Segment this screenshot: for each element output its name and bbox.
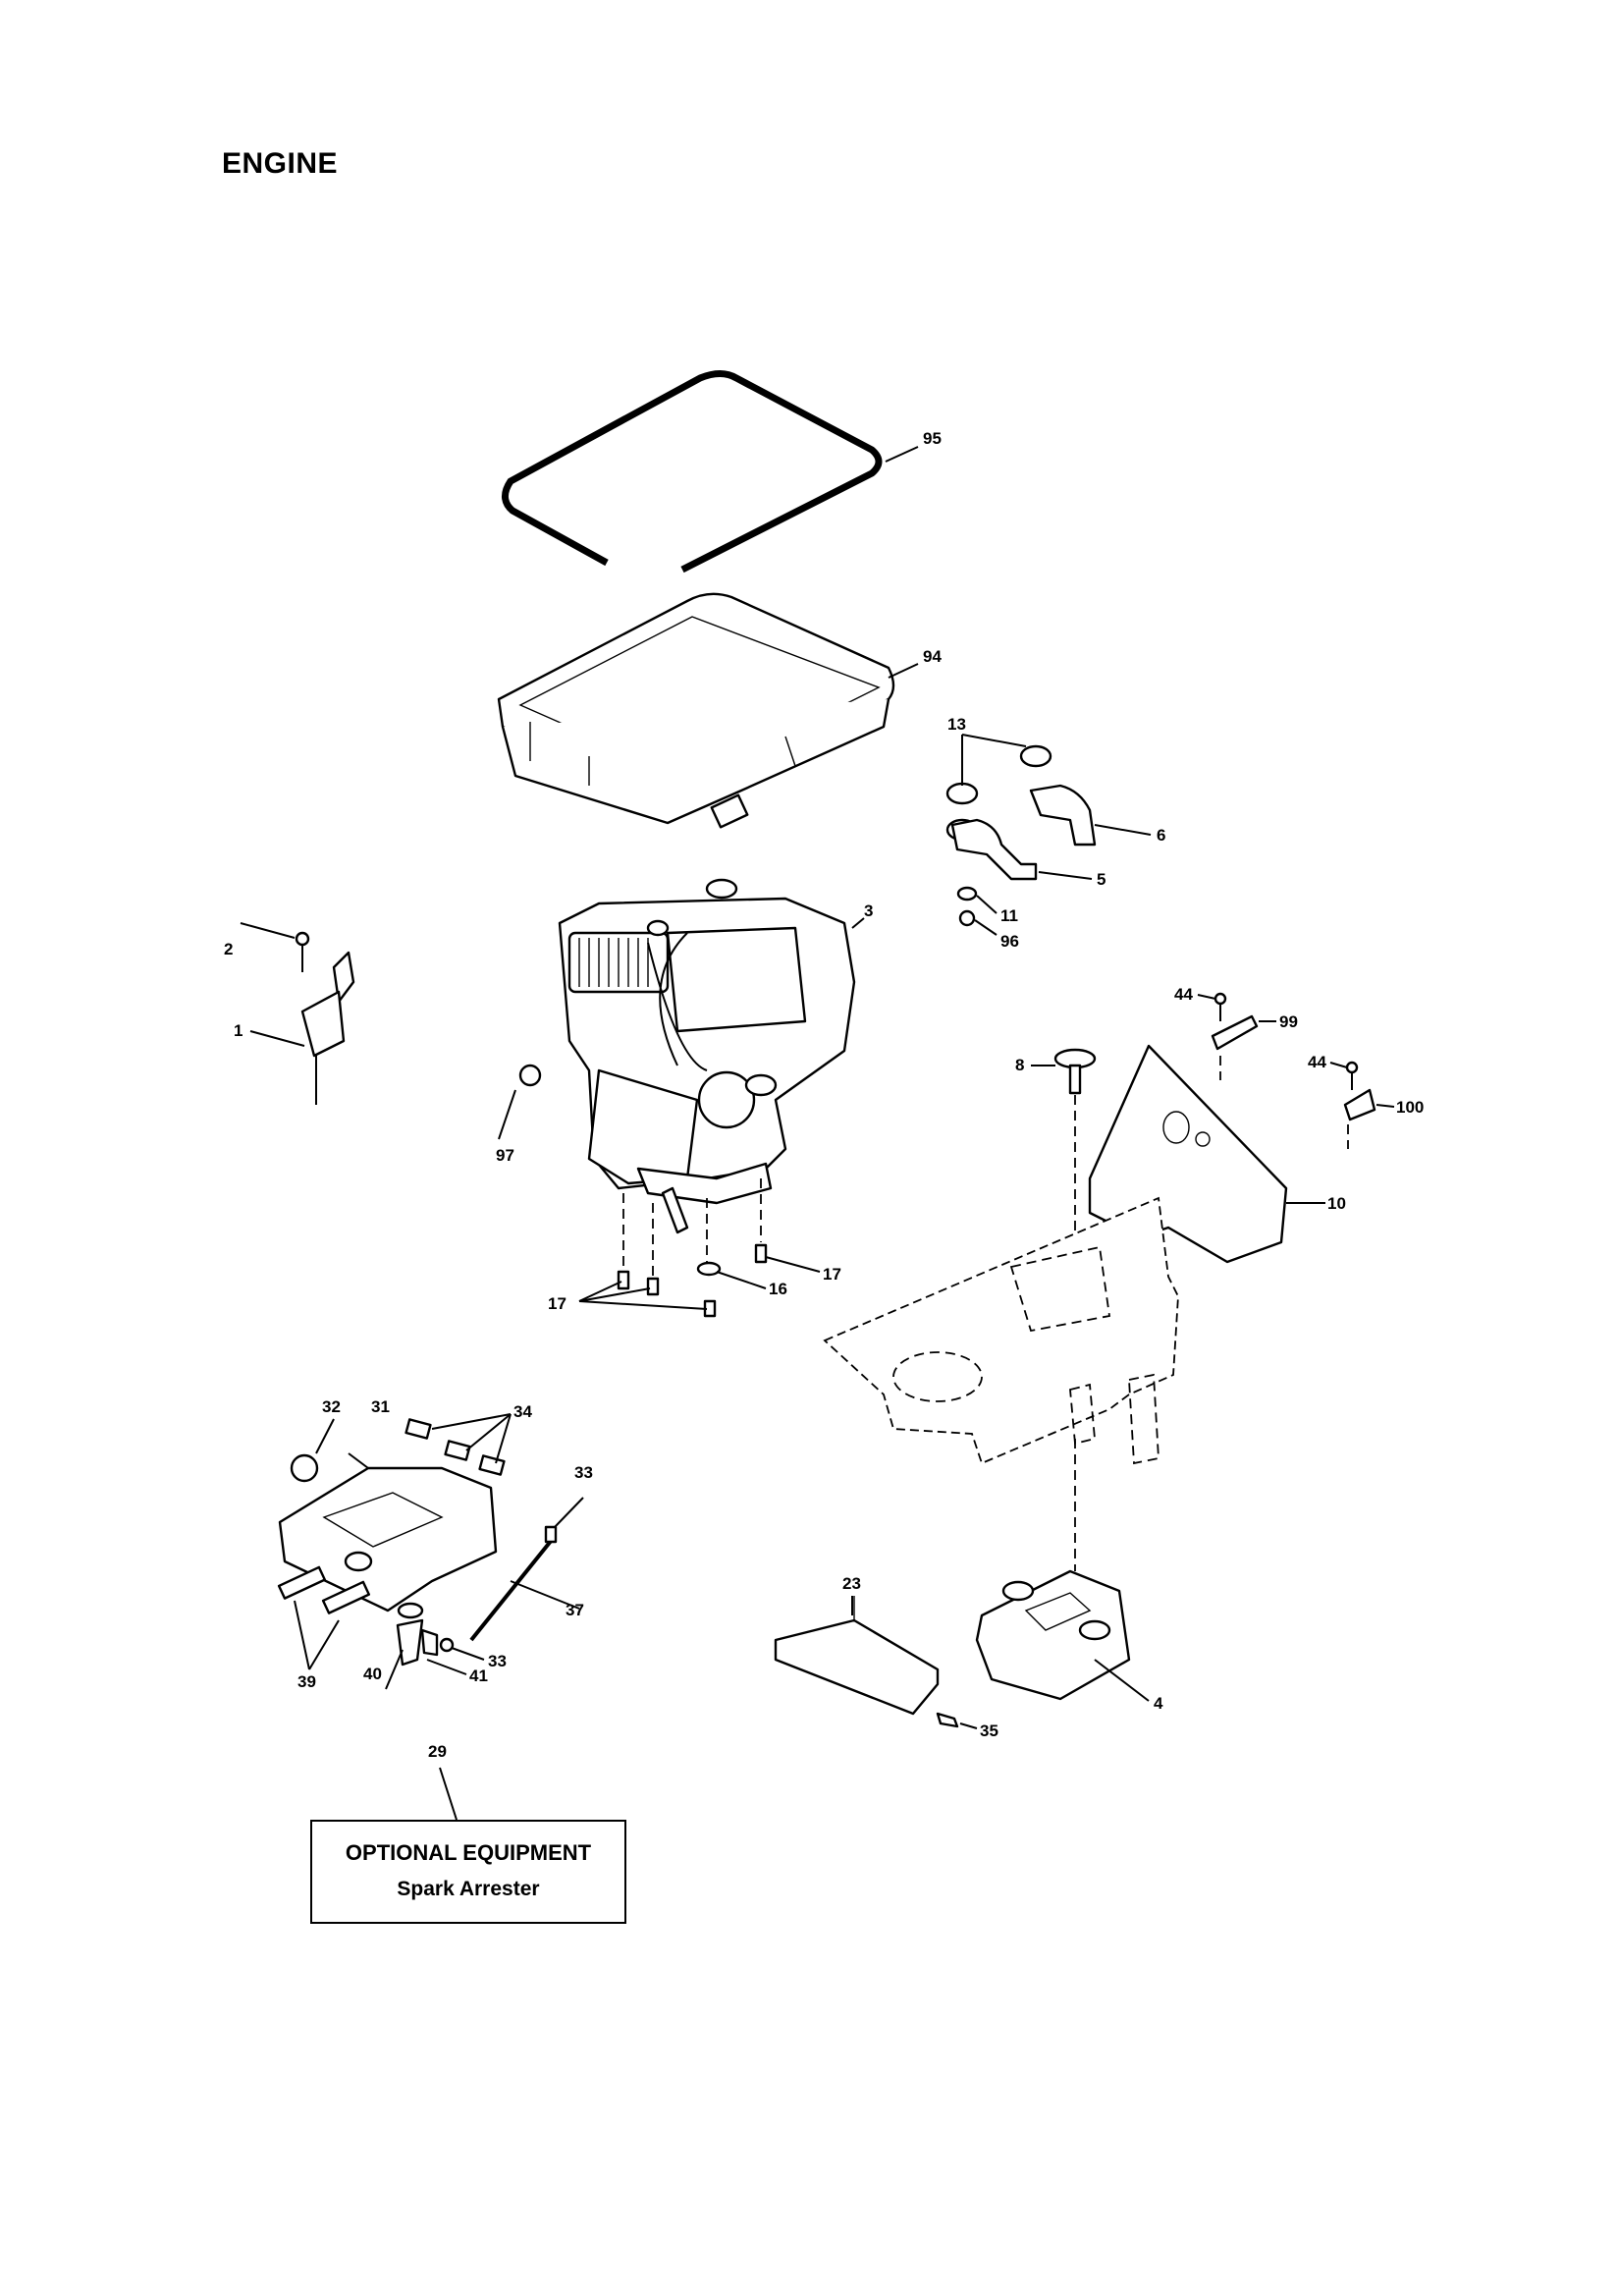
part-33-37-40-41-fuel-line	[385, 1497, 584, 1690]
callout-99: 99	[1279, 1012, 1298, 1031]
callout-29: 29	[428, 1742, 447, 1761]
part-8-10-frame-shield	[823, 1044, 1325, 1571]
callout-31: 31	[371, 1397, 390, 1416]
callout-17-right: 17	[823, 1265, 841, 1284]
callout-8: 8	[1015, 1056, 1024, 1074]
callout-97: 97	[496, 1146, 514, 1165]
part-29-leader	[439, 1767, 458, 1821]
optional-equipment-box: OPTIONAL EQUIPMENT Spark Arrester	[310, 1820, 626, 1924]
callout-2: 2	[224, 940, 233, 958]
callout-16: 16	[769, 1280, 787, 1298]
part-16-17-bolts	[578, 1178, 821, 1318]
callout-95: 95	[923, 429, 942, 448]
callout-44-upper: 44	[1174, 985, 1193, 1004]
part-31-fuel-tank	[277, 1413, 512, 1670]
part-95-seal	[502, 370, 919, 574]
callout-96: 96	[1000, 932, 1019, 951]
callout-100: 100	[1396, 1098, 1424, 1117]
callout-13: 13	[947, 715, 966, 734]
page-title: ENGINE	[222, 147, 339, 180]
callout-44-lower: 44	[1308, 1053, 1326, 1071]
callout-41: 41	[469, 1667, 488, 1685]
callout-6: 6	[1157, 826, 1165, 845]
callout-3: 3	[864, 902, 873, 920]
callout-11: 11	[1000, 906, 1018, 925]
part-3-engine	[498, 878, 865, 1234]
callout-40: 40	[363, 1665, 382, 1683]
callout-33-lower: 33	[488, 1652, 507, 1670]
part-44-99-100-brackets	[1197, 992, 1395, 1149]
part-1-2-throttle	[240, 922, 355, 1105]
callout-35: 35	[980, 1722, 998, 1740]
optional-equipment-heading: OPTIONAL EQUIPMENT	[345, 1840, 592, 1865]
callout-32: 32	[322, 1397, 341, 1416]
callout-4: 4	[1154, 1694, 1163, 1713]
part-94-air-cleaner	[497, 592, 919, 829]
callout-5: 5	[1097, 870, 1106, 889]
callout-33-upper: 33	[574, 1463, 593, 1482]
spark-arrester-label: Spark Arrester	[397, 1878, 540, 1900]
callout-94: 94	[923, 647, 942, 666]
callout-17-left: 17	[548, 1294, 566, 1313]
callout-37: 37	[566, 1601, 584, 1619]
part-5-6-exhaust-pipes	[945, 734, 1152, 936]
part-4-muffler	[975, 1569, 1150, 1702]
callout-34: 34	[513, 1402, 532, 1421]
callout-23: 23	[842, 1574, 861, 1593]
callout-39: 39	[297, 1672, 316, 1691]
callout-10: 10	[1327, 1194, 1346, 1213]
part-23-35-shield	[774, 1596, 978, 1729]
callout-1: 1	[234, 1021, 243, 1040]
